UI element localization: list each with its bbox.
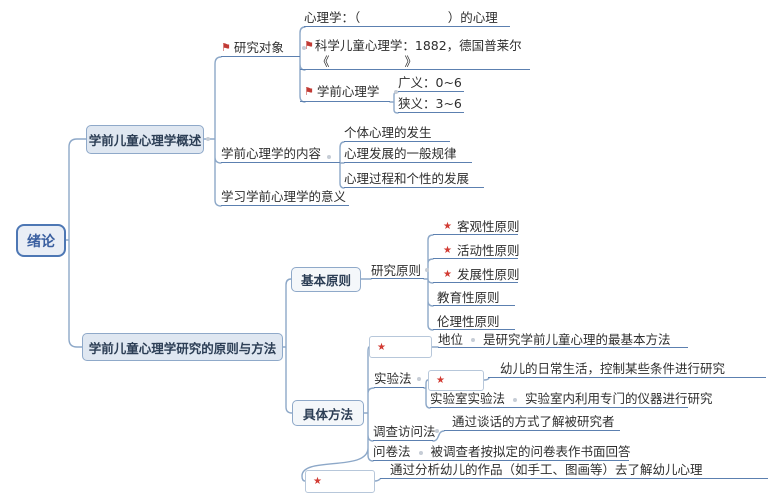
flag-icon: ⚑	[304, 39, 314, 53]
dot-icon	[327, 155, 331, 159]
node-survey-interview[interactable]: 调查访问法	[373, 424, 436, 441]
questionnaire-desc: 被调查者按拟定的问卷表作书面回答	[430, 444, 631, 460]
node-content[interactable]: 学前心理学的内容	[221, 147, 340, 163]
blank-experiment-name-box[interactable]: ★	[428, 370, 484, 391]
node-research-object[interactable]: ⚑ 研究对象	[221, 40, 300, 57]
dot-icon	[425, 268, 429, 272]
dot-icon	[471, 338, 476, 342]
node-content-item[interactable]: 个体心理的发生	[344, 126, 450, 142]
node-lab-experiment[interactable]: 实验室实验法 实验室内利用专门的仪器进行研究	[430, 391, 713, 408]
node-principle-item[interactable]: ★ 发展性原则	[433, 266, 520, 283]
star-icon: ★	[443, 221, 452, 233]
star-icon: ★	[443, 269, 452, 281]
blank-method-name-box[interactable]: ★	[369, 336, 432, 358]
dot-icon	[418, 450, 423, 455]
flag-icon: ⚑	[221, 41, 231, 55]
node-natural-experiment-desc[interactable]: 幼儿的日常生活，控制某些条件进行研究	[488, 362, 766, 378]
node-psychology-definition[interactable]: 心理学：（ ）的心理	[304, 10, 510, 27]
node-label: 科学儿童心理学：1882，德国普莱尔	[314, 38, 522, 54]
node-principle-item[interactable]: 教育性原则	[433, 290, 515, 306]
overview-spine	[203, 56, 222, 207]
node-experiment-method[interactable]: 实验法	[374, 372, 424, 388]
methods-spine	[282, 278, 293, 414]
dot-icon	[302, 46, 306, 50]
questionnaire-label: 问卷法	[373, 444, 411, 460]
principles-spine	[360, 234, 434, 331]
node-label: 发展性原则	[456, 266, 520, 282]
node-observation-status[interactable]: 地位 是研究学前儿童心理的最基本方法	[438, 331, 688, 348]
star-icon: ★	[377, 341, 386, 353]
node-principle-item[interactable]: ★ 活动性原则	[433, 242, 520, 259]
node-specific-methods[interactable]: 具体方法	[292, 400, 364, 426]
node-label: 学前心理学	[316, 84, 380, 100]
node-line2: 《 》	[317, 53, 418, 69]
lab-desc: 实验室内利用专门的仪器进行研究	[525, 391, 713, 407]
node-meaning[interactable]: 学习学前心理学的意义	[221, 190, 349, 206]
dot-icon	[435, 429, 439, 433]
star-icon: ★	[436, 375, 445, 386]
status-desc: 是研究学前儿童心理的最基本方法	[483, 331, 671, 347]
dot-icon	[394, 90, 398, 94]
trunk-connector	[65, 138, 87, 348]
node-content-item[interactable]: 心理过程和个性的发展	[344, 172, 484, 188]
node-label: 活动性原则	[456, 242, 520, 258]
status-label: 地位	[438, 331, 464, 347]
node-product-analysis-desc[interactable]: 通过分析幼儿的作品（如手工、图画等）去了解幼儿心理	[380, 463, 768, 479]
node-overview[interactable]: 学前儿童心理学概述	[86, 125, 204, 154]
dot-icon	[206, 137, 210, 141]
star-icon: ★	[443, 245, 452, 257]
preschool-psychology-children	[389, 91, 399, 114]
node-principle-item[interactable]: 伦理性原则	[433, 314, 515, 330]
node-label: 客观性原则	[456, 218, 520, 234]
node-preschool-psychology[interactable]: ⚑ 学前心理学	[300, 84, 390, 102]
lab-label: 实验室实验法	[430, 391, 506, 407]
node-line1: ⚑ 科学儿童心理学：1882，德国普莱尔	[304, 38, 522, 54]
node-scientific-child-psychology[interactable]: ⚑ 科学儿童心理学：1882，德国普莱尔 《 》	[300, 35, 530, 70]
node-label: 研究对象	[233, 40, 284, 56]
node-questionnaire[interactable]: 问卷法 被调查者按拟定的问卷表作书面回答	[373, 444, 631, 461]
blank-product-analysis-box[interactable]: ★	[305, 470, 375, 493]
node-basic-principles[interactable]: 基本原则	[291, 267, 361, 292]
dot-icon	[417, 377, 421, 381]
node-introduction[interactable]: 绪论	[16, 224, 66, 257]
node-principle-item[interactable]: ★ 客观性原则	[433, 218, 520, 235]
flag-icon: ⚑	[304, 85, 314, 99]
node-content-item[interactable]: 心理发展的一般规律	[344, 147, 472, 163]
dot-icon	[513, 397, 518, 402]
star-icon: ★	[313, 476, 322, 487]
node-narrow-sense[interactable]: 狭义：3~6	[398, 97, 464, 113]
node-broad-sense[interactable]: 广义：0~6	[398, 76, 464, 92]
node-survey-interview-desc[interactable]: 通过谈话的方式了解被研究者	[444, 415, 620, 431]
node-principles-and-methods[interactable]: 学前儿童心理学研究的原则与方法	[82, 333, 283, 361]
node-research-principles[interactable]: 研究原则	[371, 263, 424, 279]
